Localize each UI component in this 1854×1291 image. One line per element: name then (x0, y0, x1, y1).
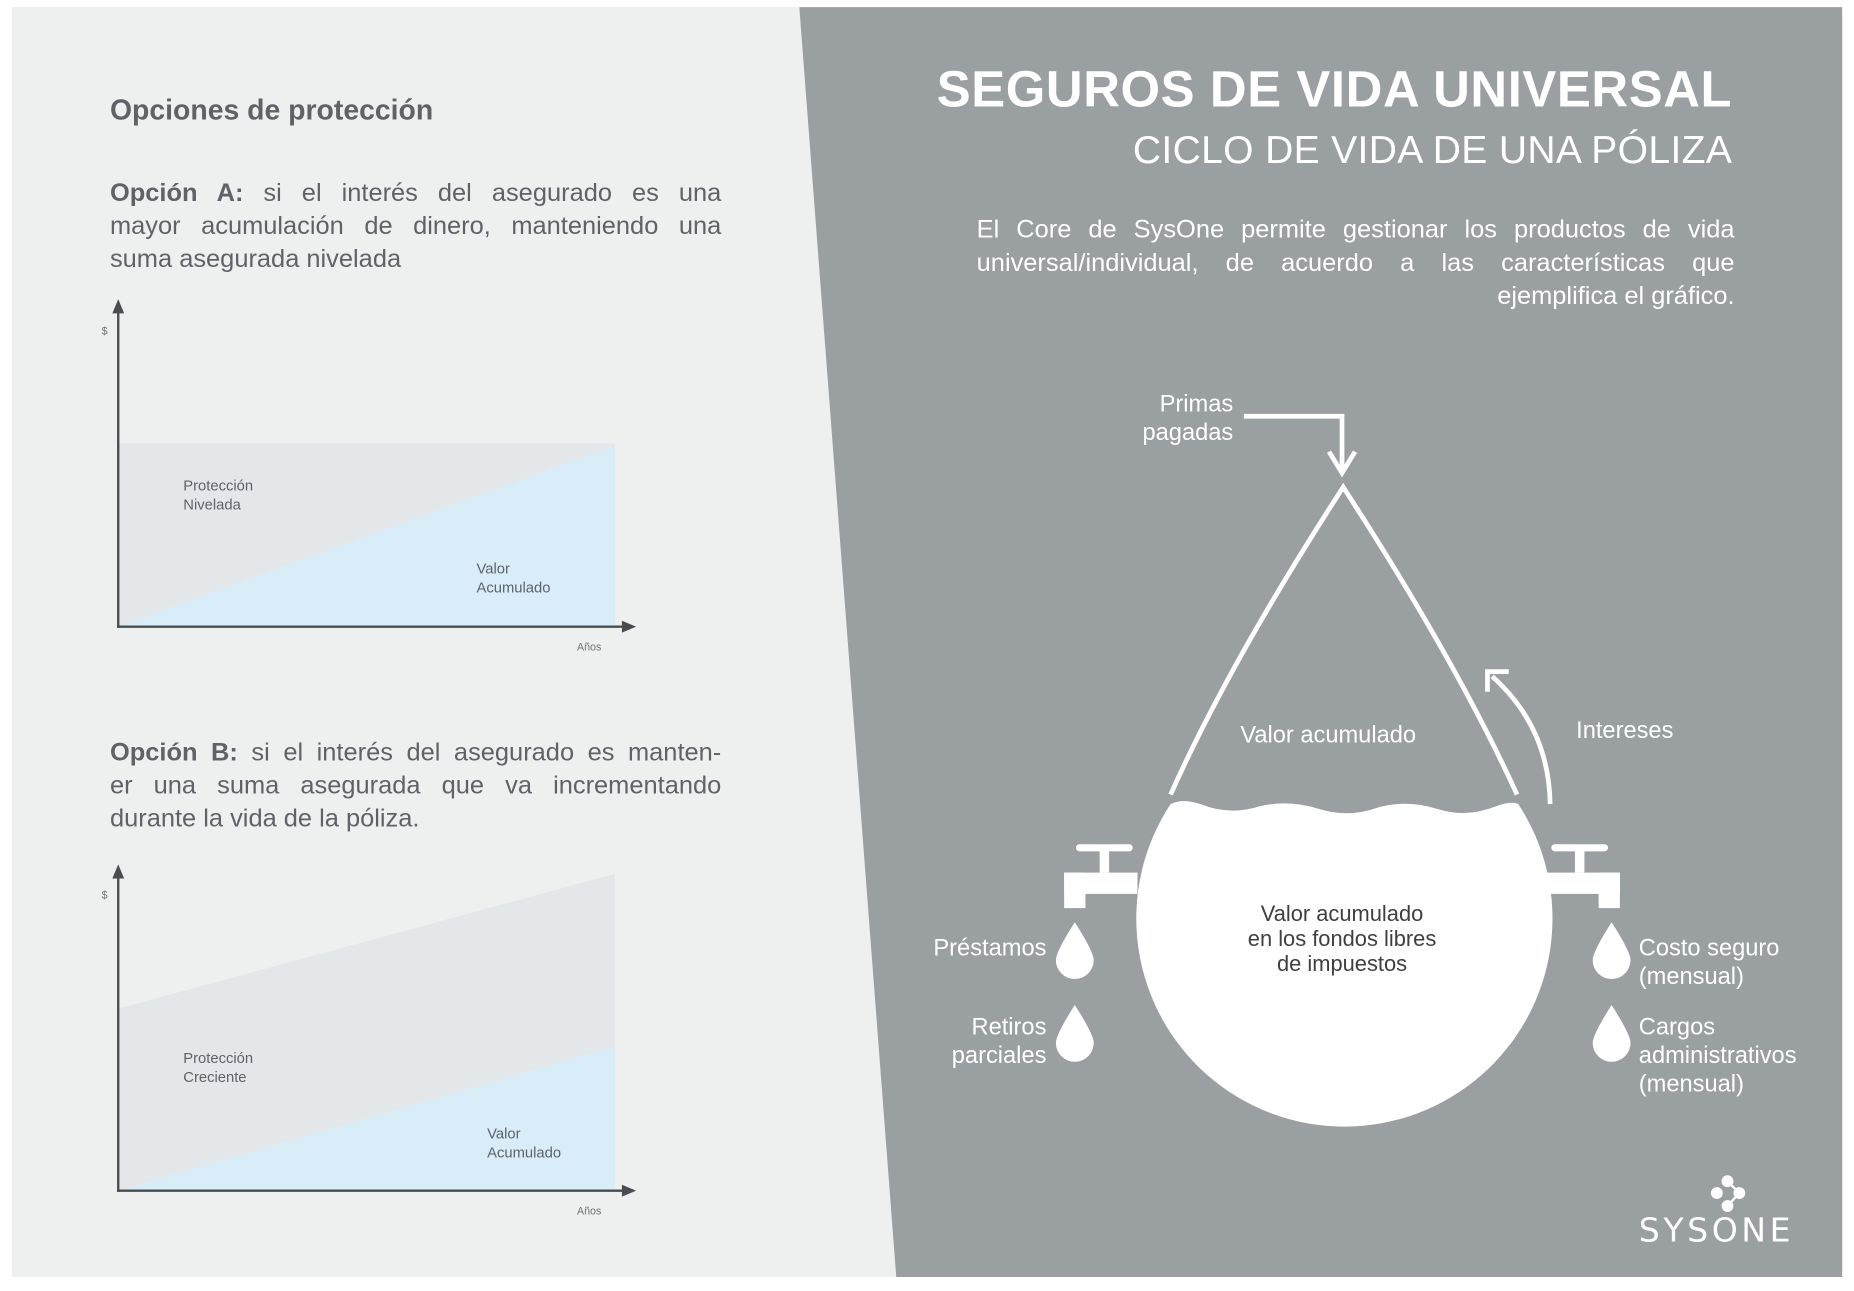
page-subtitle: CICLO DE VIDA DE UNA PÓLIZA (1132, 127, 1733, 172)
option-b-line: er una suma asegurada que va incrementan… (109, 770, 722, 800)
section-heading: Opciones de protección (109, 94, 434, 127)
value-area (118, 445, 615, 627)
x-axis-arrow-icon (621, 1184, 637, 1197)
drop-icon-retiros (1055, 1005, 1094, 1062)
page-title: SEGUROS DE VIDA UNIVERSAL (936, 61, 1733, 119)
option-a-line: si el interés del asegurado es una (263, 178, 722, 207)
intereses-arrow-head-icon (1485, 669, 1509, 692)
costo-seguro-label: Costo seguro(mensual) (1638, 935, 1780, 990)
left-tap-icon (1064, 844, 1138, 909)
right-tap-icon (1546, 844, 1620, 909)
option-a-text: Opción A: si el interés del asegurado es… (110, 176, 721, 275)
option-b-line: durante la vida de la póliza. (109, 804, 420, 833)
primas-arrow (1243, 413, 1345, 471)
option-b-text: Opción B: si el interés del asegurado es… (110, 735, 721, 834)
sysone-logo-icon (1710, 1175, 1746, 1212)
option-b-line: si el interés del asegurado es manten- (251, 737, 722, 767)
option-b-label: Opción B: (109, 737, 238, 767)
water-body (1136, 801, 1553, 1127)
drop-outline (1168, 482, 1520, 796)
option-a-line: suma asegurada nivelada (109, 244, 402, 274)
chart-a-x-label: Años (577, 640, 602, 653)
sysone-logo: SYSONE (1638, 1210, 1795, 1250)
option-a-label: Opción A: (109, 178, 244, 207)
prestamos-label: Préstamos (933, 935, 1047, 962)
valor-acumulado-label: Valor acumulado (1240, 722, 1417, 749)
y-axis-arrow-icon (112, 299, 125, 314)
y-axis-arrow-icon (112, 864, 125, 879)
x-axis-arrow-icon (621, 620, 637, 633)
drop-icon-cargos (1592, 1005, 1631, 1062)
drop-icon-prestamos (1055, 922, 1094, 980)
chart-b-x-label: Años (577, 1204, 602, 1217)
chart-a-y-label: $ (101, 325, 108, 337)
intereses-arrow (1490, 674, 1553, 805)
option-a-line: mayor acumulación de dinero, manteniendo… (109, 211, 722, 241)
drop-diagram (1168, 413, 1553, 805)
chart-a (112, 299, 637, 633)
drop-icon-costo (1592, 922, 1631, 980)
intro-text: El Core de SysOne permite gestionar los … (976, 215, 1735, 310)
primas-arrow-head-icon (1326, 450, 1358, 478)
chart-b-y-label: $ (101, 889, 108, 901)
chart-b (112, 864, 637, 1197)
intereses-label: Intereses (1576, 717, 1674, 744)
